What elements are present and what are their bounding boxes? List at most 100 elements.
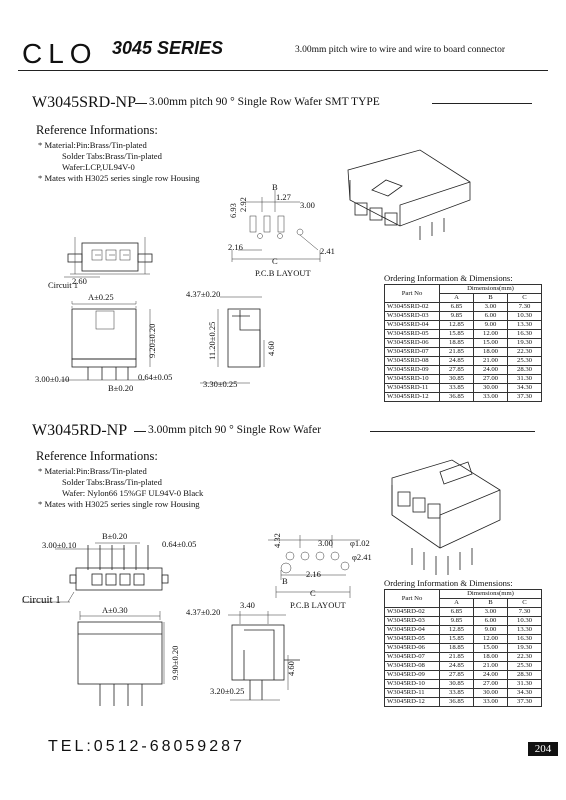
dim-label: 4.37±0.20: [186, 607, 221, 617]
connector-3d-view: [347, 149, 471, 240]
spec-item: Solder Tabs:Brass/Tin-plated: [62, 151, 162, 161]
dim-label: 4.32: [272, 533, 282, 548]
table-cell: W3045RD-07: [384, 652, 440, 662]
brand-logo: CLO: [22, 38, 98, 69]
reference-heading: Reference Informations:: [36, 123, 158, 137]
title-rule: [134, 431, 146, 432]
connector-bottom-view: [77, 611, 165, 706]
reference-heading: Reference Informations:: [36, 449, 158, 463]
pcb-layout: [268, 535, 360, 598]
dim-label: 3.30±0.25: [203, 379, 238, 389]
table-cell: 24.00: [473, 670, 508, 680]
spec-item: Solder Tabs:Brass/Tin-plated: [62, 477, 162, 487]
table-cell: 22.30: [507, 652, 542, 662]
part-title-tht: W3045RD-NP: [32, 422, 128, 439]
table-cell: 18.85: [439, 643, 474, 653]
dim-label: 9.90±0.20: [170, 645, 180, 680]
spec-list: * Material:Pin:Brass/Tin-plated Solder T…: [38, 140, 200, 184]
table-cell: 6.00: [473, 616, 508, 626]
table-cell: W3045RD-12: [384, 697, 440, 707]
table-cell: 27.85: [439, 670, 474, 680]
table-cell: 37.30: [507, 392, 542, 402]
subtitle-tht: 3.00mm pitch 90 ° Single Row Wafer: [148, 424, 322, 436]
spec-item: * Material:Pin:Brass/Tin-plated: [38, 466, 147, 476]
table-cell: 15.00: [473, 643, 508, 653]
table-cell: 34.30: [507, 688, 542, 698]
dim-label: 1.27: [276, 192, 291, 202]
dim-label: B: [282, 576, 288, 586]
circuit-label: Circuit 1: [22, 594, 61, 606]
table-cell: W3045RD-03: [384, 616, 440, 626]
dim-label: Circuit 1: [48, 280, 78, 290]
table-cell: W3045RD-05: [384, 634, 440, 644]
table-cell: 21.00: [473, 661, 508, 671]
table-cell: 37.30: [507, 697, 542, 707]
spec-list: * Material:Pin:Brass/Tin-plated Solder T…: [38, 466, 203, 510]
table-cell: 33.00: [473, 697, 508, 707]
part-title-smt: W3045SRD-NP: [32, 94, 137, 111]
dim-label: 3.20±0.25: [210, 686, 245, 696]
table-cell: 9.00: [473, 625, 508, 635]
table-cell: 3.00: [473, 607, 508, 617]
pcb-layout: [231, 190, 321, 262]
table-cell: W3045RD-08: [384, 661, 440, 671]
table-cell: 13.30: [507, 625, 542, 635]
dim-label: 3.00: [300, 200, 315, 210]
spec-item: * Material:Pin:Brass/Tin-plated: [38, 140, 147, 150]
dim-label: φ2.41: [352, 552, 372, 562]
page-number: 204: [528, 742, 558, 756]
dim-label: A±0.30: [102, 605, 128, 615]
table-cell: W3045RD-02: [384, 607, 440, 617]
table-cell: 9.85: [439, 616, 474, 626]
table-cell: 19.30: [507, 643, 542, 653]
dim-label: 2.16: [228, 242, 243, 252]
dim-label: 3.00±0.10: [35, 374, 70, 384]
dim-label: 4.37±0.20: [186, 289, 221, 299]
table-header: Dimensions(mm): [439, 589, 542, 599]
connector-top-view: [64, 237, 153, 278]
ordering-caption: Ordering Information & Dimensions:: [384, 578, 513, 588]
connector-side-view: [200, 296, 265, 384]
series-tagline: 3.00mm pitch wire to wire and wire to bo…: [295, 45, 505, 55]
ordering-table-smt: Part No Dimensions(mm) A B C W3045SRD-02…: [384, 284, 542, 402]
connector-front-view: [60, 301, 151, 381]
table-cell: 31.30: [507, 679, 542, 689]
table-cell: 12.85: [439, 625, 474, 635]
table-cell: 36.85: [439, 697, 474, 707]
table-header: B: [473, 598, 508, 608]
dim-label: 3.00: [318, 538, 333, 548]
table-cell: 21.85: [439, 652, 474, 662]
table-cell: 24.85: [439, 661, 474, 671]
table-header: C: [507, 598, 542, 608]
dim-label: B±0.20: [102, 531, 128, 541]
title-rule: [135, 103, 147, 104]
dim-label: 2.16: [306, 569, 321, 579]
spec-item: * Mates with H3025 series single row Hou…: [38, 499, 200, 509]
table-cell: 33.85: [439, 688, 474, 698]
table-cell: 10.30: [507, 616, 542, 626]
table-cell: 30.85: [439, 679, 474, 689]
table-cell: 6.85: [439, 607, 474, 617]
telephone: TEL:0512-68059287: [48, 738, 245, 755]
dim-label: B±0.20: [108, 383, 134, 393]
table-cell: W3045RD-06: [384, 643, 440, 653]
title-rule: [370, 431, 535, 432]
table-cell: W3045RD-11: [384, 688, 440, 698]
dim-label: 0.64±0.05: [138, 372, 173, 382]
spec-item: * Mates with H3025 series single row Hou…: [38, 173, 200, 183]
dim-label: 2.41: [320, 246, 335, 256]
